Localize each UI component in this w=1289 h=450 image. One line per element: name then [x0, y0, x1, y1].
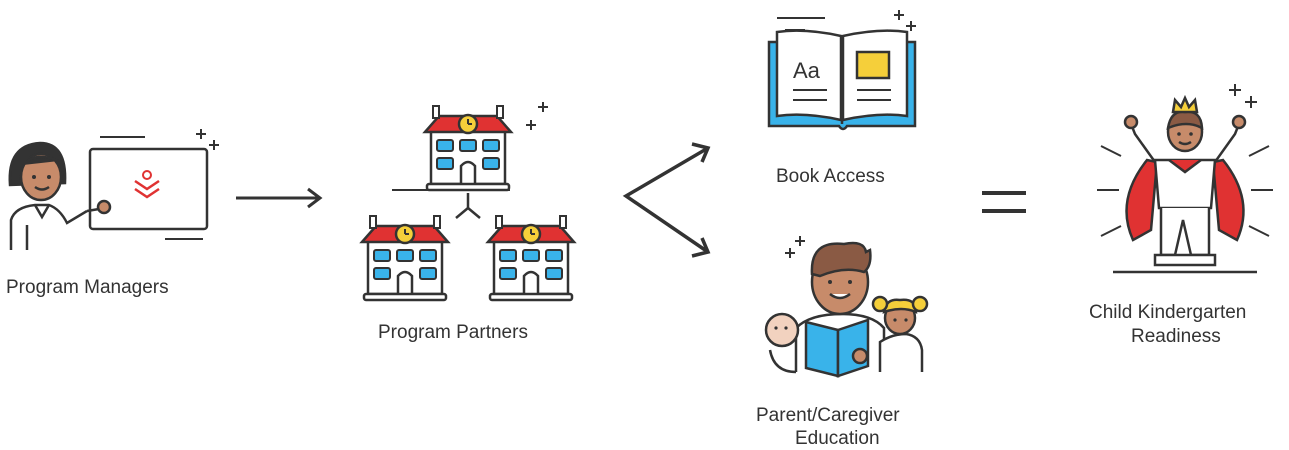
sparkle-icon	[785, 236, 805, 258]
open-book-icon	[804, 318, 870, 378]
book-access-label: Book Access	[776, 166, 885, 187]
sparkle-icon	[196, 129, 219, 150]
book-text: Aa	[793, 58, 821, 83]
sparkle-icon	[894, 10, 916, 31]
reading-logo-icon	[134, 170, 160, 199]
parent-education-label-line1: Parent/Caregiver	[756, 405, 900, 426]
arrow-right-icon	[236, 187, 323, 209]
split-arrow-icon	[622, 142, 711, 258]
rays-icon	[1097, 145, 1273, 237]
program-manager-illustration	[8, 129, 219, 250]
school-icon-left	[360, 214, 450, 302]
child-hero-person	[1113, 94, 1257, 274]
program-partners-label: Program Partners	[378, 322, 528, 343]
connector-icon	[455, 193, 481, 219]
program-managers-label: Program Managers	[6, 277, 169, 298]
school-icon-top	[423, 104, 513, 192]
sparkle-icon	[1229, 84, 1257, 108]
parent-education-illustration	[764, 236, 929, 378]
book-access-illustration: Aa	[767, 10, 917, 131]
child-readiness-illustration	[1097, 84, 1273, 274]
open-book-icon: Aa	[767, 29, 917, 131]
child-readiness-label-line2: Readiness	[1131, 326, 1221, 347]
school-icon-right	[486, 214, 576, 302]
parent-education-label-line2: Education	[795, 428, 880, 449]
manager-person	[8, 141, 112, 250]
child-person	[871, 295, 929, 372]
equals-icon	[982, 191, 1026, 213]
child-readiness-label-line1: Child Kindergarten	[1089, 302, 1247, 323]
program-partners-illustration	[360, 102, 576, 302]
baby-person	[764, 312, 800, 374]
sparkle-icon	[526, 102, 548, 130]
